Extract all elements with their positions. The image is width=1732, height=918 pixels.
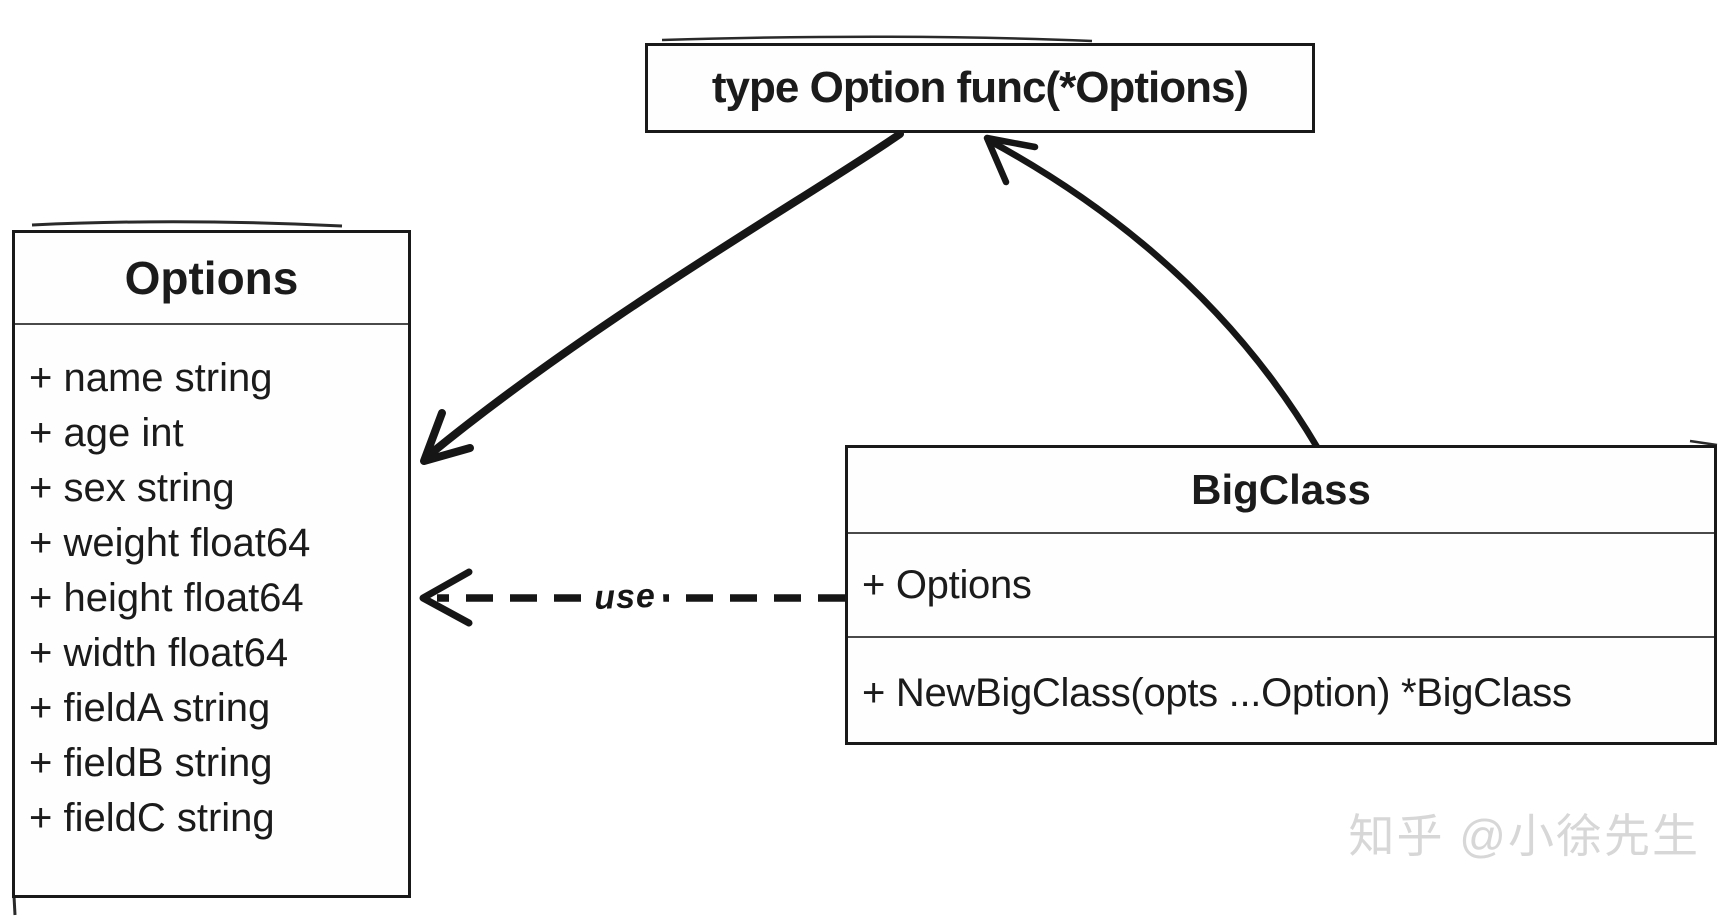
use-dashed-arrowhead-icon	[419, 568, 473, 627]
field-row-fieldA: + fieldA string	[29, 686, 271, 730]
field-row-fieldC: + fieldC string	[29, 796, 275, 840]
field-row-height: + height float64	[29, 576, 304, 620]
options-class-node[interactable]: Options + name string + age int + sex st…	[12, 230, 411, 898]
banner-to-options-arrow-shaft	[424, 130, 904, 460]
field-row-width: + width float64	[29, 631, 289, 675]
field-row-age: + age int	[29, 411, 184, 455]
bigclass-node[interactable]: BigClass + Options + NewBigClass(opts ..…	[845, 445, 1717, 745]
watermark: 知乎 @小徐先生	[1348, 810, 1700, 862]
type-option-label: type Option func(*Options)	[711, 63, 1249, 112]
options-class-title: Options	[15, 233, 408, 325]
type-option-node[interactable]: type Option func(*Options)	[645, 43, 1315, 133]
use-edge-label: use	[586, 576, 664, 619]
options-left-overshoot-stroke	[12, 895, 17, 916]
field-row-fieldB: + fieldB string	[29, 741, 273, 785]
options-top-sketch-stroke	[31, 220, 343, 228]
bigclass-to-banner-arrowhead-icon	[983, 134, 1039, 186]
bigclass-title: BigClass	[848, 448, 1714, 534]
field-row-sex: + sex string	[29, 466, 235, 510]
field-row-weight: + weight float64	[29, 521, 311, 565]
bigclass-method-row: + NewBigClass(opts ...Option) *BigClass	[862, 670, 1572, 715]
options-class-field-list: + name string + age int + sex string + w…	[15, 325, 408, 846]
bigclass-to-banner-arrow-shaft	[986, 137, 1321, 451]
banner-to-options-arrowhead-icon	[420, 409, 474, 465]
bigclass-attribute-row: + Options	[848, 534, 1714, 638]
banner-top-sketch-stroke	[661, 35, 1093, 43]
field-row-name: + name string	[29, 356, 273, 400]
